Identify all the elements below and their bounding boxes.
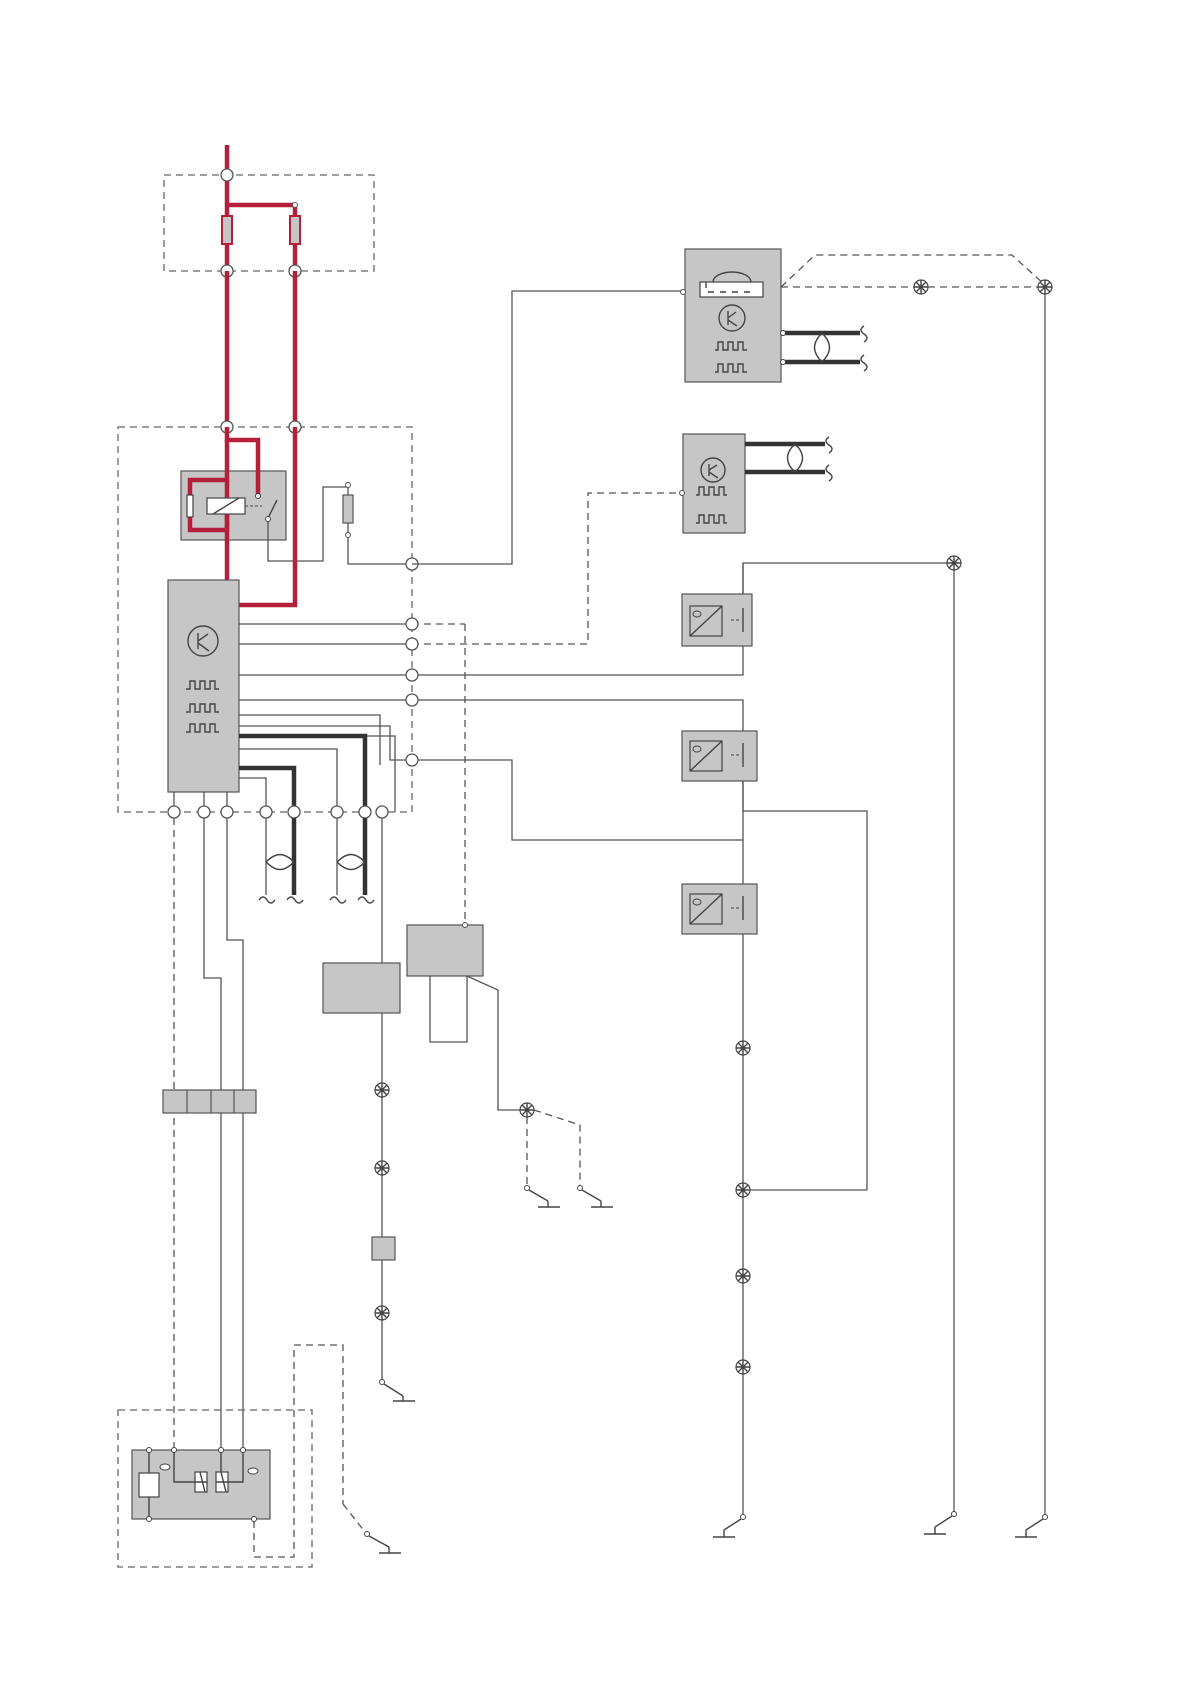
fuse-icon [290, 216, 300, 244]
connector-pin [406, 618, 418, 630]
inline-connector [372, 1237, 395, 1260]
sensor-2 [682, 731, 757, 781]
control-module-2 [683, 434, 745, 533]
connector-pin [168, 806, 180, 818]
splice-icon [520, 1103, 534, 1117]
component-b [407, 925, 483, 976]
twisted-pair-icon [259, 818, 303, 903]
connector-pin [288, 806, 300, 818]
connector-pin [359, 806, 371, 818]
sensor-3 [682, 884, 757, 934]
connector-pin [198, 806, 210, 818]
twisted-pair-icon [745, 437, 832, 481]
splice-icon [736, 1269, 750, 1283]
connector-pin [406, 638, 418, 650]
fuse-icon [222, 216, 232, 244]
switch-icon [724, 1515, 746, 1538]
fuse-box-enclosure [164, 175, 374, 271]
fuse-box [164, 145, 374, 277]
connector-pin [331, 806, 343, 818]
connector-pin [406, 754, 418, 766]
switch-icon [935, 1512, 957, 1535]
connector-pin [221, 806, 233, 818]
splice-icon [375, 1161, 389, 1175]
splice-icon [736, 1183, 750, 1197]
component-a [323, 963, 400, 1013]
switch-icon [380, 1380, 404, 1402]
splice-icon [375, 1083, 389, 1097]
splice-icon [736, 1360, 750, 1374]
twisted-pair-icon [781, 326, 868, 371]
connector-pin [406, 694, 418, 706]
splice-icon [1038, 280, 1052, 294]
sensor-1 [682, 594, 752, 646]
main-control-module [168, 580, 239, 792]
actuator-motor-unit [132, 1448, 270, 1522]
splice-icon [375, 1306, 389, 1320]
connector-pin [376, 806, 388, 818]
connector-pin [260, 806, 272, 818]
switch-icon [578, 1186, 602, 1208]
switch-icon [343, 1504, 389, 1553]
connector-block [163, 1090, 256, 1113]
relay-box [181, 427, 348, 561]
connector-pin [406, 669, 418, 681]
twisted-pair-icon [330, 818, 374, 903]
fuse-icon [343, 483, 353, 538]
connector-pin [221, 169, 233, 181]
switch-icon [525, 1186, 549, 1208]
splice-icon [947, 556, 961, 570]
splice-icon [736, 1041, 750, 1055]
light-control-module [685, 249, 781, 382]
switch-icon [1026, 1515, 1048, 1538]
splice-icon [914, 280, 928, 294]
